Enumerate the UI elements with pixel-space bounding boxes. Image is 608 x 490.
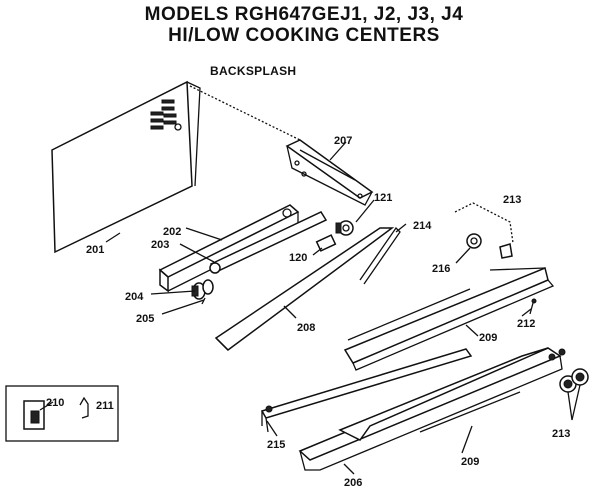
callout-214: 214 — [413, 220, 432, 232]
callout-207: 207 — [334, 135, 352, 147]
diagram-title: MODELS RGH647GEJ1, J2, J3, J4 — [144, 4, 464, 25]
part-213-knob-assembly-top — [454, 202, 514, 259]
callout-202: 202 — [163, 226, 181, 238]
callout-206: 206 — [344, 477, 362, 489]
callout-208: 208 — [297, 322, 315, 334]
callout-211: 211 — [96, 400, 114, 412]
section-label: BACKSPLASH — [210, 64, 297, 78]
callout-203: 203 — [151, 239, 169, 251]
callout-210: 210 — [46, 397, 64, 409]
callout-213-top: 213 — [503, 194, 521, 206]
callout-201: 201 — [86, 244, 104, 256]
callout-121: 121 — [374, 192, 392, 204]
callout-209-lower: 209 — [461, 456, 479, 468]
callout-209-upper: 209 — [479, 332, 497, 344]
leader-lines — [39, 141, 581, 475]
callout-216: 216 — [432, 263, 450, 275]
part-209-panel-lower — [338, 347, 549, 441]
callout-205: 205 — [136, 313, 154, 325]
part-120-starter — [315, 234, 337, 252]
inset-210-211 — [5, 385, 119, 442]
part-207-bracket — [285, 139, 374, 206]
callout-212: 212 — [517, 318, 535, 330]
callout-120: 120 — [289, 252, 307, 264]
part-215-trim — [260, 348, 473, 433]
callout-204: 204 — [125, 291, 144, 303]
part-203-lamp-tube — [209, 211, 328, 274]
part-208-lens — [214, 227, 395, 351]
part-202-channel — [158, 204, 300, 293]
part-209-rail-upper — [343, 266, 555, 371]
callout-215: 215 — [267, 439, 285, 451]
part-213-knobs-bottom — [559, 368, 589, 393]
part-212-screw — [529, 298, 537, 315]
part-201-back-panel — [51, 80, 301, 254]
part-205-socket — [201, 279, 214, 305]
part-121-starter-socket — [335, 220, 354, 236]
diagram-subtitle: HI/LOW COOKING CENTERS — [168, 25, 440, 46]
callout-213-bottom: 213 — [552, 428, 570, 440]
